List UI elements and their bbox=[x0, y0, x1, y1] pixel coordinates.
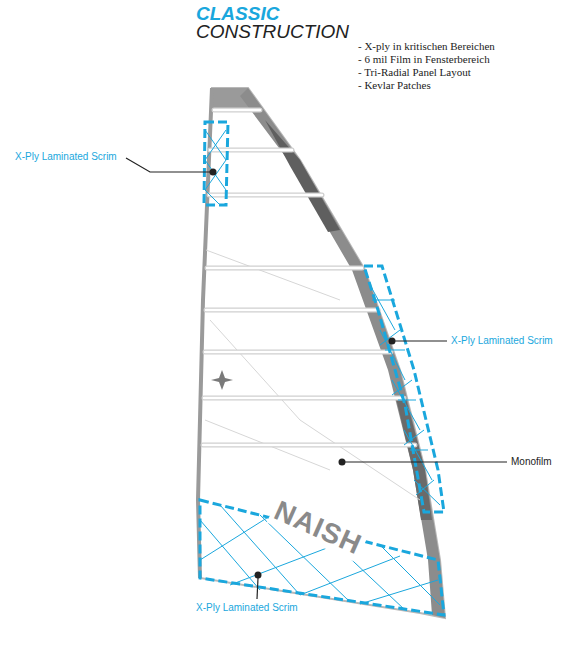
part-label: X-Ply Laminated Scrim bbox=[451, 335, 553, 347]
logo-symbol bbox=[211, 370, 233, 390]
feature-note: - X-ply in kritischen Bereichen bbox=[358, 40, 495, 53]
leech-dark-panel bbox=[265, 120, 340, 232]
leech-dark-panel bbox=[396, 395, 432, 520]
title-word: CONSTRUCTION bbox=[196, 21, 349, 43]
leader-lines bbox=[126, 158, 507, 599]
part-label: X-Ply Laminated Scrim bbox=[196, 602, 298, 614]
part-label: Monofilm bbox=[511, 456, 552, 468]
battens bbox=[203, 110, 415, 445]
leader-dots bbox=[210, 169, 396, 579]
scrim-patch bbox=[364, 266, 444, 512]
part-label: X-Ply Laminated Scrim bbox=[15, 151, 117, 163]
feature-note: - Tri-Radial Panel Layout bbox=[358, 66, 471, 79]
feature-note: - 6 mil Film in Fensterbereich bbox=[358, 53, 490, 66]
feature-note: - Kevlar Patches bbox=[358, 79, 431, 92]
scrim-patch bbox=[204, 122, 228, 205]
sail-outline bbox=[198, 88, 445, 618]
